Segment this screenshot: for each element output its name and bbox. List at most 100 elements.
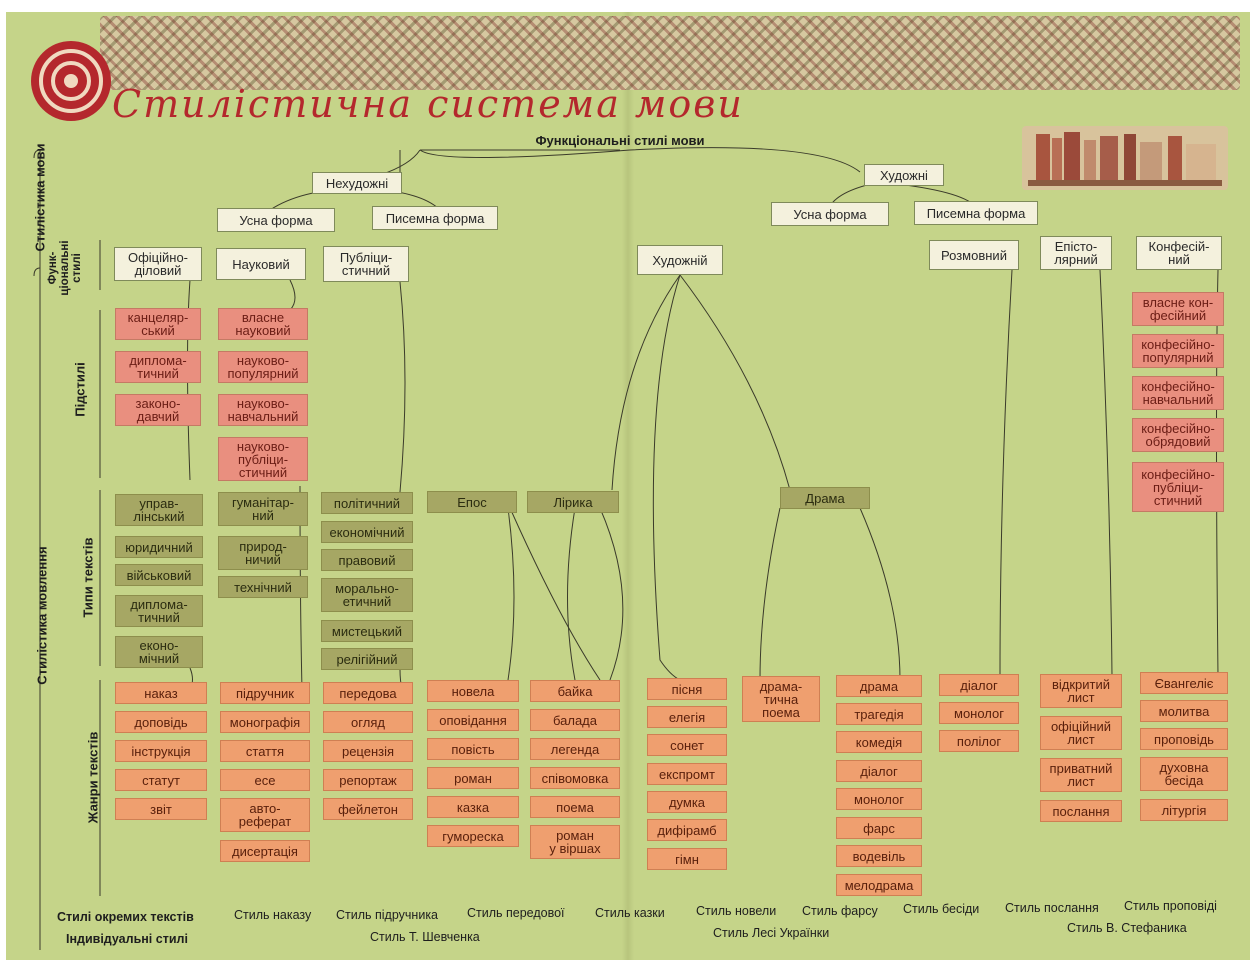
footer-style-8: Стиль послання <box>1005 901 1099 915</box>
ornament-band <box>100 16 1240 90</box>
genre-drama-7: водевіль <box>836 845 922 867</box>
footer-label-individual-styles: Індивідуальні стилі <box>66 932 188 946</box>
style-confessional: Конфесій- ний <box>1136 236 1222 270</box>
style-publicistic: Публіци- стичний <box>323 246 409 282</box>
genre-lyric-6: роман у віршах <box>530 825 620 859</box>
genre-lyric2-6: дифірамб <box>647 819 727 841</box>
genre-epos-2: оповідання <box>427 709 519 731</box>
bookshelf-illustration <box>1022 126 1228 190</box>
style-epistolary: Епісто- лярний <box>1040 236 1112 270</box>
substyle-confessional-5: конфесійно- публіци- стичний <box>1132 462 1224 512</box>
texttype-official-3: військовий <box>115 564 203 586</box>
genre-official-3: інструкція <box>115 740 207 762</box>
footer-style-2: Стиль підручника <box>336 908 439 922</box>
substyle-official-1: канцеляр- ський <box>115 308 201 340</box>
genre-epistolary-4: послання <box>1040 800 1122 822</box>
oral-form-node-2: Усна форма <box>771 202 889 226</box>
genre-dramatic-poem: драма- тична поема <box>742 676 820 722</box>
genre-colloquial-2: монолог <box>939 702 1019 724</box>
genre-scientific-2: монографія <box>220 711 310 733</box>
genre-drama-3: комедія <box>836 731 922 753</box>
genre-drama-4: діалог <box>836 760 922 782</box>
texttype-official-1: управ- лінський <box>115 494 203 526</box>
texttype-drama: Драма <box>780 487 870 509</box>
genre-scientific-1: підручник <box>220 682 310 704</box>
genre-confessional-5: літургія <box>1140 799 1228 821</box>
footer-style-1: Стиль наказу <box>234 908 312 922</box>
written-form-node-2: Писемна форма <box>914 201 1038 225</box>
genre-publicistic-2: огляд <box>323 711 413 733</box>
genre-confessional-3: проповідь <box>1140 728 1228 750</box>
genre-epos-6: гумореска <box>427 825 519 847</box>
genre-colloquial-1: діалог <box>939 674 1019 696</box>
genre-official-4: статут <box>115 769 207 791</box>
substyle-scientific-2: науково- популярний <box>218 351 308 383</box>
texttype-publicistic-6: релігійний <box>321 648 413 670</box>
genre-epos-1: новела <box>427 680 519 702</box>
genre-lyric-3: легенда <box>530 738 620 760</box>
genre-epos-3: повість <box>427 738 519 760</box>
footer-individual-1: Стиль Т. Шевченка <box>370 930 480 944</box>
genre-scientific-3: стаття <box>220 740 310 762</box>
footer-style-7: Стиль бесіди <box>903 902 980 916</box>
genre-lyric2-5: думка <box>647 791 727 813</box>
genre-lyric2-2: елегія <box>647 706 727 728</box>
genre-lyric2-3: сонет <box>647 734 727 756</box>
substyle-confessional-4: конфесійно- обрядовий <box>1132 418 1224 452</box>
footer-label-text-styles: Стилі окремих текстів <box>57 910 194 924</box>
texttype-publicistic-4: морально- етичний <box>321 578 413 612</box>
genre-confessional-2: молитва <box>1140 700 1228 722</box>
footer-style-6: Стиль фарсу <box>802 904 878 918</box>
genre-epistolary-1: відкритий лист <box>1040 674 1122 708</box>
texttype-scientific-3: технічний <box>218 576 308 598</box>
label-functional-styles: Функ- ціональні стилі <box>47 240 83 296</box>
texttype-publicistic-2: економічний <box>321 521 413 543</box>
page-title: Стилістична система мови <box>112 82 744 126</box>
label-speech-stylistics: Стилістика мовлення <box>34 546 50 685</box>
genre-official-2: доповідь <box>115 711 207 733</box>
genre-drama-6: фарс <box>836 817 922 839</box>
genre-lyric-5: поема <box>530 796 620 818</box>
texttype-publicistic-5: мистецький <box>321 620 413 642</box>
texttype-publicistic-3: правовий <box>321 549 413 571</box>
genre-lyric-4: співомовка <box>530 767 620 789</box>
substyle-confessional-1: власне кон- фесійний <box>1132 292 1224 326</box>
footer-style-5: Стиль новели <box>696 904 777 918</box>
genre-official-5: звіт <box>115 798 207 820</box>
genre-drama-2: трагедія <box>836 703 922 725</box>
label-substyles: Підстилі <box>72 362 88 417</box>
genre-confessional-4: духовна бесіда <box>1140 757 1228 791</box>
style-scientific: Науковий <box>216 248 306 280</box>
label-text-genres: Жанри текстів <box>85 731 101 824</box>
genre-epos-4: роман <box>427 767 519 789</box>
style-artistic: Художній <box>637 245 723 275</box>
texttype-lyric: Лірика <box>527 491 619 513</box>
genre-lyric-2: балада <box>530 709 620 731</box>
footer-style-9: Стиль проповіді <box>1124 899 1217 913</box>
genre-lyric2-1: пісня <box>647 678 727 700</box>
genre-epistolary-3: приватний лист <box>1040 758 1122 792</box>
substyle-official-2: диплома- тичний <box>115 351 201 383</box>
genre-drama-8: мелодрама <box>836 874 922 896</box>
texttype-scientific-2: природ- ничий <box>218 536 308 570</box>
oral-form-node: Усна форма <box>217 208 335 232</box>
genre-epistolary-2: офіційний лист <box>1040 716 1122 750</box>
genre-colloquial-3: полілог <box>939 730 1019 752</box>
spiral-ornament <box>31 41 111 121</box>
genre-publicistic-1: передова <box>323 682 413 704</box>
substyle-official-3: законо- давчий <box>115 394 201 426</box>
genre-publicistic-5: фейлетон <box>323 798 413 820</box>
texttype-scientific-1: гуманітар- ний <box>218 492 308 526</box>
genre-drama-5: монолог <box>836 788 922 810</box>
genre-official-1: наказ <box>115 682 207 704</box>
label-text-types: Типи текстів <box>80 537 96 618</box>
genre-scientific-5: авто- реферат <box>220 798 310 832</box>
texttype-official-2: юридичний <box>115 536 203 558</box>
genre-epos-5: казка <box>427 796 519 818</box>
footer-style-4: Стиль казки <box>595 906 665 920</box>
texttype-epos: Епос <box>427 491 517 513</box>
written-form-node: Писемна форма <box>372 206 498 230</box>
texttype-official-5: еконо- мічний <box>115 636 203 668</box>
substyle-confessional-2: конфесійно- популярний <box>1132 334 1224 368</box>
genre-lyric2-7: гімн <box>647 848 727 870</box>
